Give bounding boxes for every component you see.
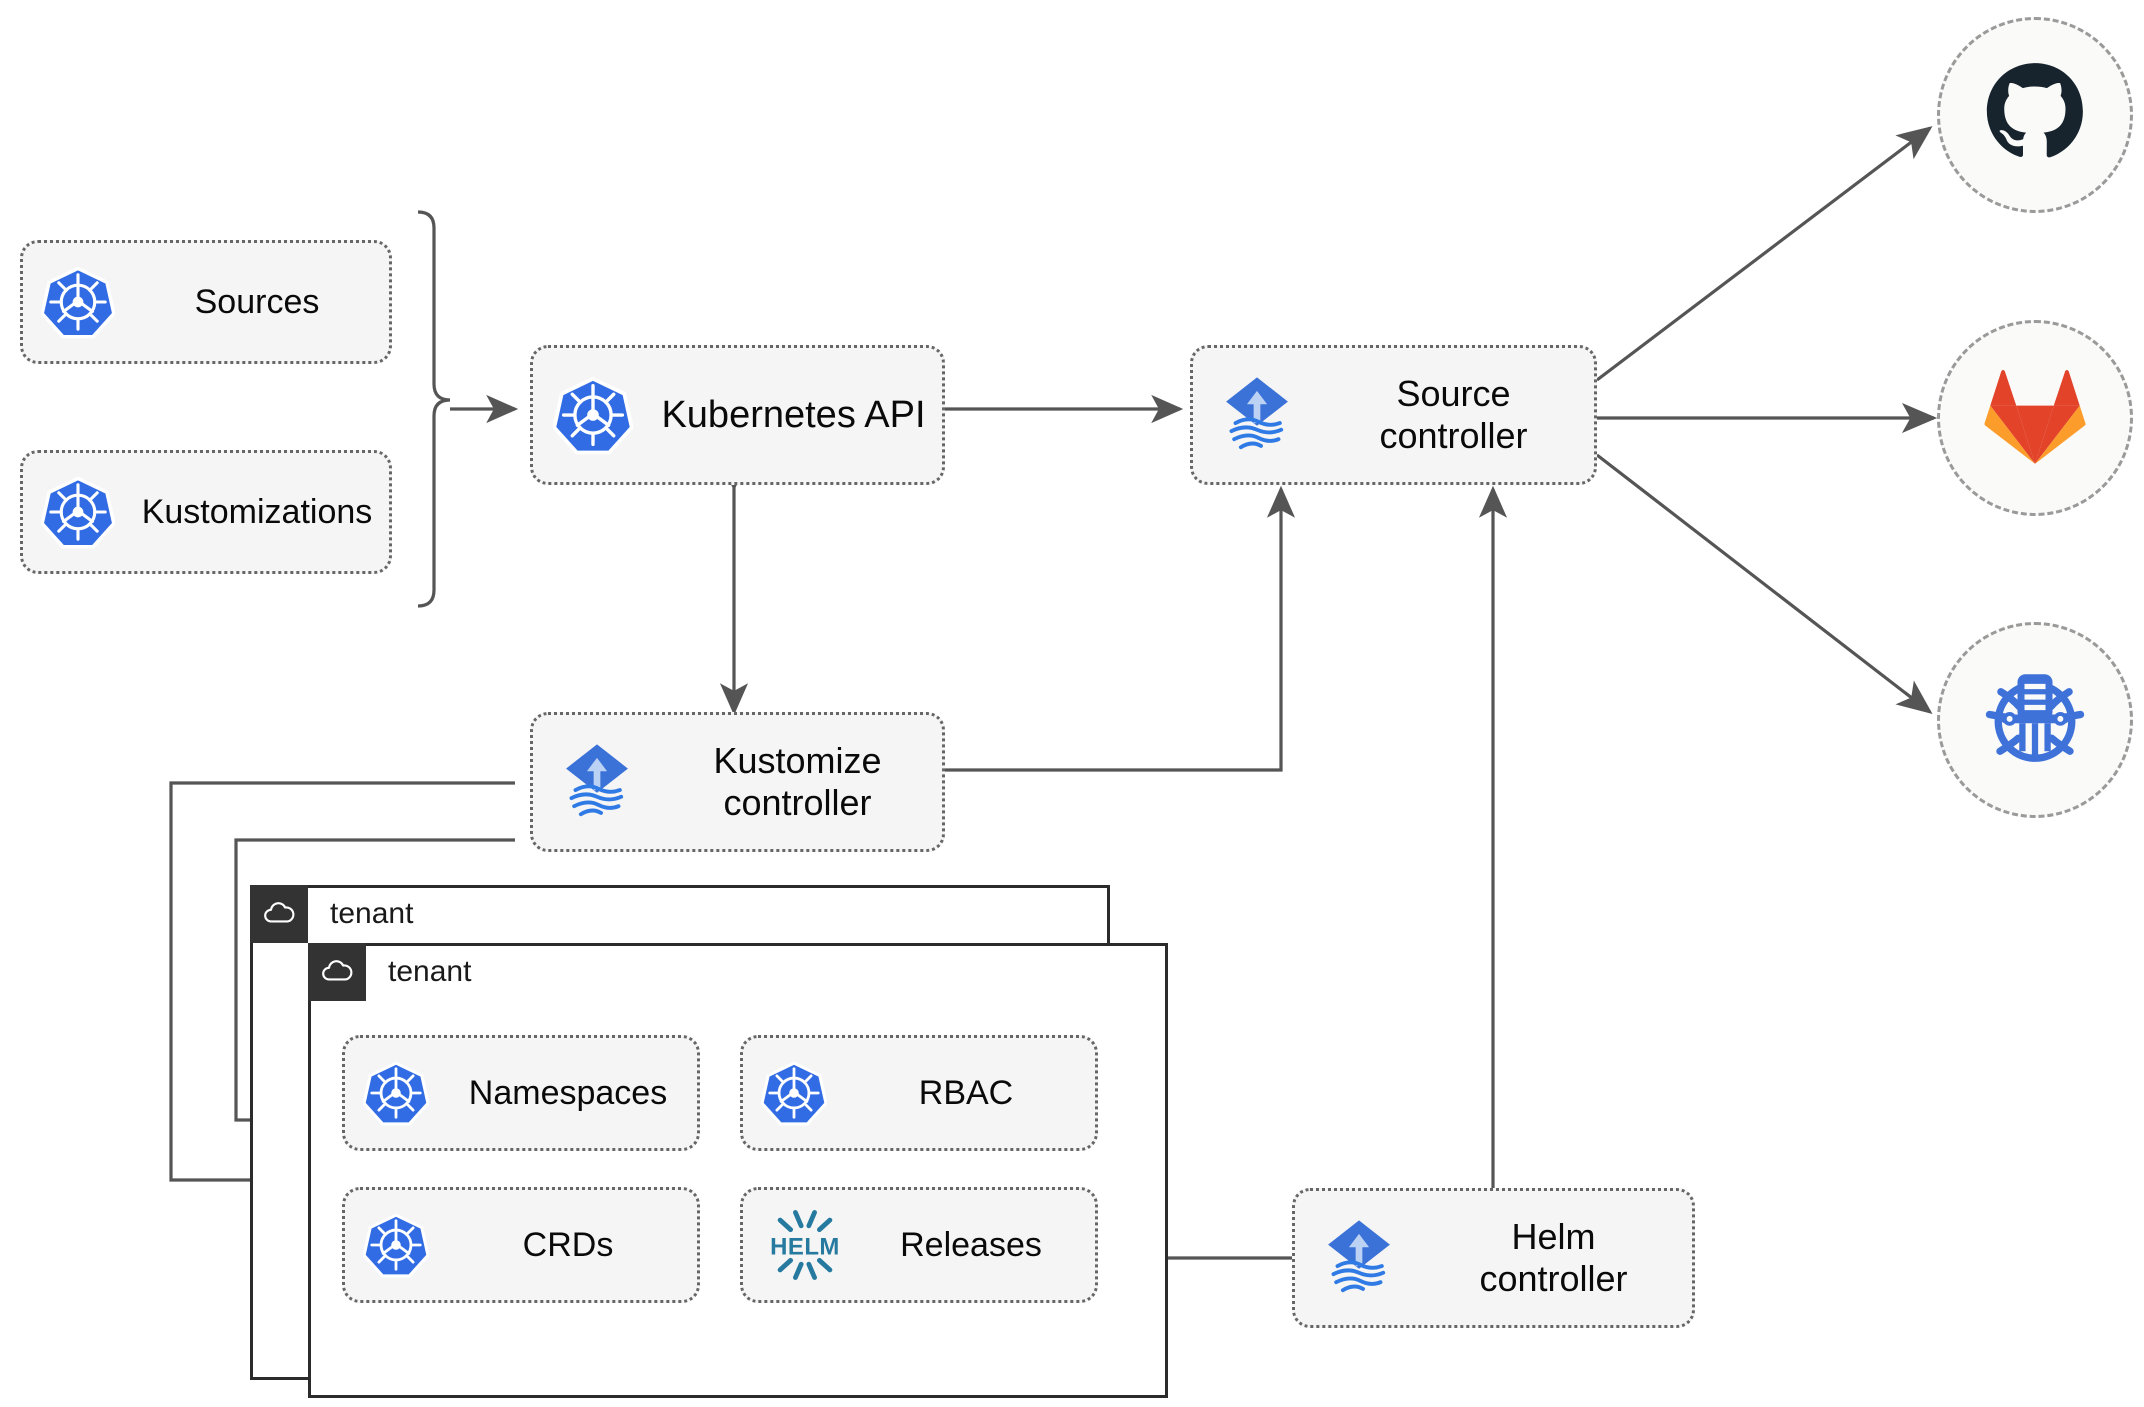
node-label: Helm controller <box>1479 1215 1628 1299</box>
svg-text:HELM: HELM <box>770 1234 840 1261</box>
gitlab-icon <box>1983 364 2087 473</box>
node-label: Source controller <box>1379 372 1528 456</box>
helm-icon: HELM <box>743 1206 867 1284</box>
flux-icon <box>1295 1215 1423 1301</box>
node-label: Releases <box>900 1225 1042 1264</box>
github-icon <box>1983 61 2087 170</box>
kubernetes-icon <box>345 1212 447 1278</box>
node-kustomizations[interactable]: Kustomizations <box>20 450 392 574</box>
node-namespaces[interactable]: Namespaces <box>342 1035 700 1151</box>
flux-icon <box>533 739 661 825</box>
node-kubernetes-api[interactable]: Kubernetes API <box>530 345 945 485</box>
node-sources[interactable]: Sources <box>20 240 392 364</box>
wire-source-to-helm-repository <box>1596 453 1933 714</box>
kubernetes-icon <box>533 375 653 455</box>
tenant-header: tenant <box>308 943 471 1001</box>
tenant-header: tenant <box>250 885 413 943</box>
wire-kustomize-to-source <box>945 485 1296 772</box>
node-crds[interactable]: CRDs <box>342 1187 700 1303</box>
node-label: CRDs <box>522 1225 614 1264</box>
tenant-label: tenant <box>388 955 472 988</box>
kubernetes-icon <box>23 265 133 339</box>
provider-helm-repository[interactable] <box>1937 622 2133 818</box>
cloud-icon <box>250 885 308 943</box>
tenant-box-inner[interactable]: tenant <box>308 943 1168 1398</box>
wire-source-to-github <box>1596 126 1933 382</box>
provider-github[interactable] <box>1937 17 2133 213</box>
node-releases[interactable]: HELM Releases <box>740 1187 1098 1303</box>
kubernetes-icon <box>743 1060 845 1126</box>
kubernetes-icon <box>23 475 133 549</box>
node-rbac[interactable]: RBAC <box>740 1035 1098 1151</box>
node-label: Kustomizations <box>141 492 373 531</box>
node-helm-controller[interactable]: Helm controller <box>1292 1188 1695 1328</box>
node-label: RBAC <box>918 1073 1014 1112</box>
node-label: Namespaces <box>468 1073 668 1112</box>
node-label: Sources <box>194 282 320 321</box>
flux-icon <box>1193 372 1321 458</box>
tenant-label: tenant <box>330 897 414 930</box>
node-label: Kubernetes API <box>661 393 926 436</box>
provider-gitlab[interactable] <box>1937 320 2133 516</box>
node-kustomize-controller[interactable]: Kustomize controller <box>530 712 945 852</box>
kubernetes-icon <box>345 1060 447 1126</box>
node-source-controller[interactable]: Source controller <box>1190 345 1597 485</box>
helm-repository-icon <box>1979 662 2091 779</box>
cloud-icon <box>308 943 366 1001</box>
brace-path <box>417 210 451 608</box>
node-label: Kustomize controller <box>713 739 882 823</box>
